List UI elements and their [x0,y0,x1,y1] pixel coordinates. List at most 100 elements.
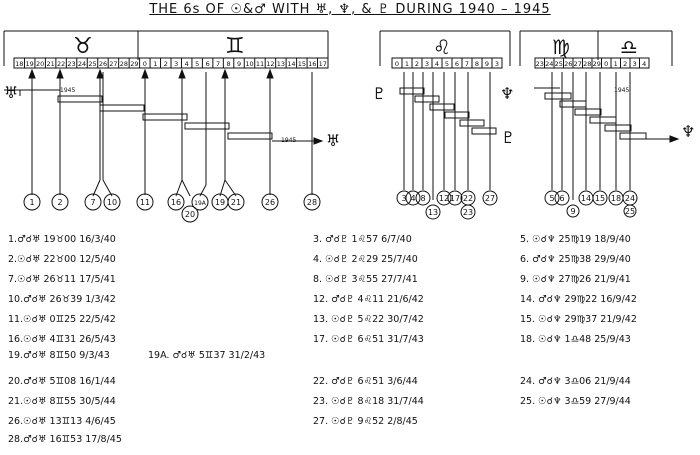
year-label: 1945 [281,137,296,144]
degree-label: 25 [555,60,563,68]
degree-label: 9 [237,60,241,68]
list-item: 10.♂☌♅ 26♉39 1/3/42 [8,294,116,305]
circled-number [396,190,412,206]
list-item: 8. ☉☌♇ 3♌55 27/7/41 [313,274,418,285]
list-item: 1.♂☌♅ 19♉00 16/3/40 [8,234,116,245]
list-item: 27. ☉☌♇ 9♌52 2/8/45 [313,416,418,427]
list-item: 5. ☉☌♆ 25♍19 18/9/40 [520,234,631,245]
circled-number [554,190,570,206]
list-item: 2.☉☌♅ 22♉00 12/5/40 [8,254,116,265]
degree-label: 27 [109,60,117,68]
libra-sign: ♎ [620,35,638,59]
degree-label: 3 [425,60,429,68]
circled-number [261,193,279,211]
list-item: 3. ♂☌♇ 1♌57 6/7/40 [313,234,412,245]
circled-number-label: 23 [463,208,473,217]
circled-number [191,193,209,211]
circled-number [425,204,441,220]
list-item: 18. ☉☌♆ 1♎48 25/9/43 [520,334,631,345]
degree-label: 4 [642,60,646,68]
circled-number [84,193,102,211]
circled-number-label: 18 [611,194,621,203]
degree-label: 11 [256,60,264,68]
degree-label: 29 [593,60,601,68]
neptune-label-mid: ♆ [500,84,514,103]
list-item: 15. ☉☌♆ 29♍37 21/9/42 [520,314,637,325]
list-item: 24. ♂☌♆ 3♎06 21/9/44 [520,376,631,387]
virgo-sign: ♍ [552,35,570,59]
list-item: 28.♂☌♅ 16♊53 17/8/45 [8,434,122,445]
circled-number-label: 2 [57,198,62,207]
degree-label: 2 [415,60,419,68]
list-item: 14. ♂☌♆ 29♍22 16/9/42 [520,294,637,305]
list-item: 20.♂☌♅ 5♊08 16/1/44 [8,376,116,387]
circled-number-label: 5 [549,194,554,203]
degree-label: 1 [405,60,409,68]
degree-label: 3 [633,60,637,68]
degree-label: 21 [46,60,54,68]
circled-number [482,190,498,206]
taurus-sign: ♉ [73,34,93,59]
degree-label: 0 [604,60,608,68]
list-item: 12. ♂☌♇ 4♌11 21/6/42 [313,294,424,305]
uranus-label-left: ♅ [4,83,18,102]
list-item: 26.☉☌♅ 13♊13 4/6/45 [8,416,116,427]
circled-number [544,190,560,206]
list-item: 16.☉☌♅ 4♊31 26/5/43 [8,334,116,345]
degree-label: 5 [195,60,199,68]
list-item: 21.☉☌♅ 8♊55 30/5/44 [8,396,116,407]
degree-label: 2 [164,60,168,68]
uranus-transit-bars [4,89,324,145]
list-item: 19A. ♂☌♅ 5♊37 31/2/43 [148,350,266,361]
degree-label: 24 [545,60,553,68]
list-item: 6. ♂☌♆ 25♍38 29/9/40 [520,254,631,265]
circled-number [623,204,637,218]
degree-label: 8 [475,60,479,68]
circled-number-label: 3 [401,194,406,203]
degree-label: 16 [308,60,316,68]
list-item: 13. ☉☌♇ 5♌22 30/7/42 [313,314,424,325]
circled-number-label: 25 [625,207,635,216]
leo-sign: ♌ [433,35,451,59]
circled-number-label: 10 [107,198,117,207]
circled-number-label: 15 [595,194,605,203]
degree-label: 26 [564,60,572,68]
circled-number-label: 14 [581,194,591,203]
circled-number [566,204,580,218]
degree-label: 28 [120,60,128,68]
list-item: 23. ☉☌♇ 8♌18 31/7/44 [313,396,424,407]
degree-label: 1 [153,60,157,68]
circled-number-label: 13 [428,208,438,217]
uranus-label-right: ♅ [326,131,340,150]
circled-number-label: 26 [265,198,275,207]
circled-number-label: 12 [439,194,449,203]
circled-number-label: 1 [29,198,34,207]
degree-label: 0 [143,60,147,68]
degree-label: 1 [614,60,618,68]
list-item: 9. ☉☌♆ 27♍26 21/9/41 [520,274,631,285]
list-item: 25. ☉☌♆ 3♎59 27/9/44 [520,396,631,407]
circled-number-label: 28 [307,198,317,207]
circled-number [167,193,185,211]
aspect-arrows [28,68,313,197]
degree-label: 17 [319,60,327,68]
circled-number [460,204,476,220]
neptune-transit-bars [534,72,680,200]
circled-number [303,193,321,211]
circled-number-label: 7 [90,198,95,207]
circled-number-label: 6 [559,194,564,203]
degree-label: 18 [15,60,23,68]
circled-number-label: 4 [410,194,415,203]
degree-label: 14 [287,60,295,68]
degree-label: 23 [67,60,75,68]
degree-label: 2 [623,60,627,68]
circled-number [405,190,421,206]
circled-number [23,193,41,211]
